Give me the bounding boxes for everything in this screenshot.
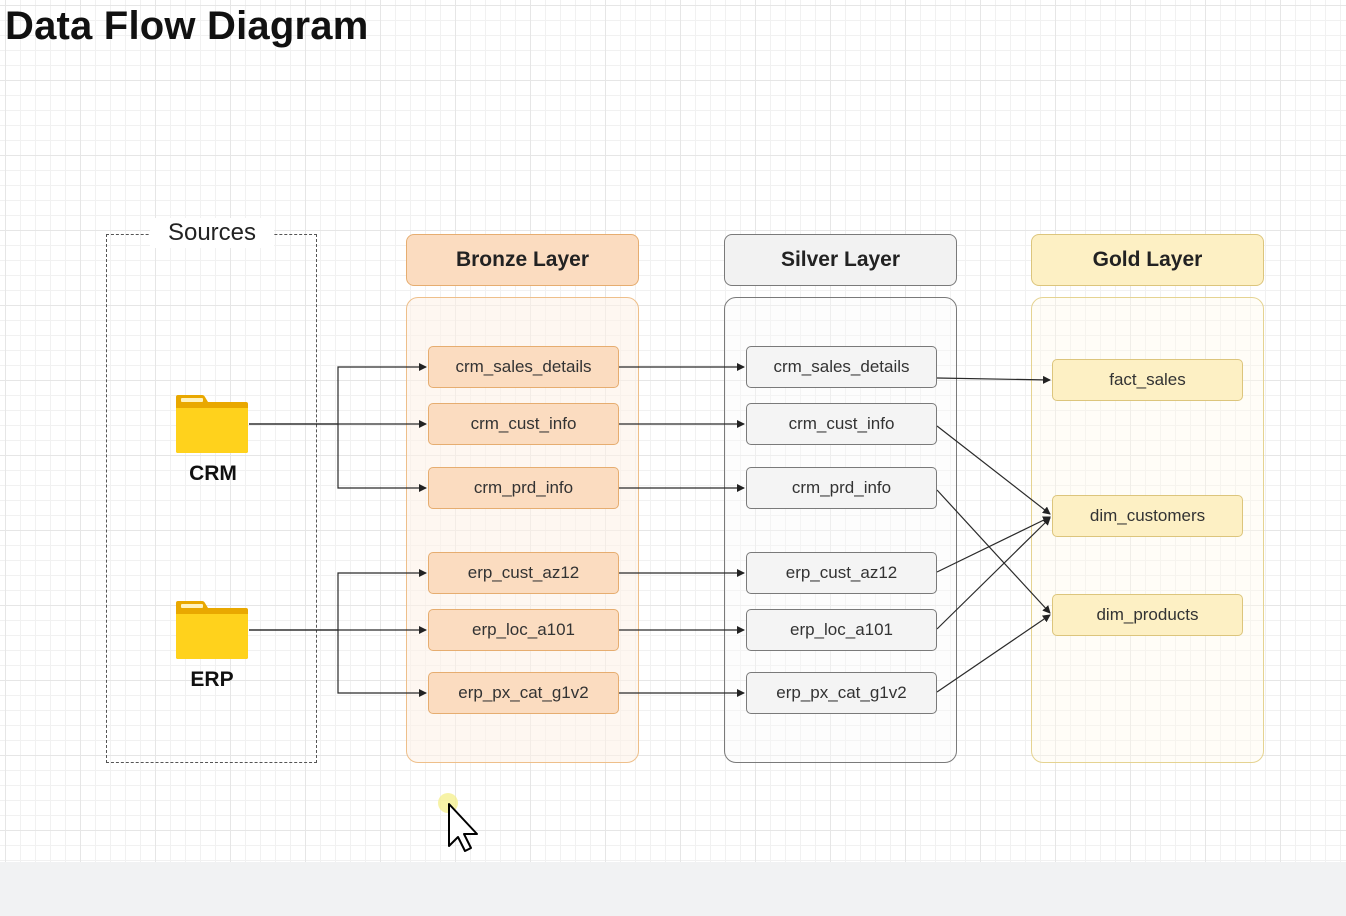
- edge-erp-to-bronze-erp_px_cat_g1v2: [337, 630, 427, 697]
- silver-table-erp_px_cat_g1v2[interactable]: erp_px_cat_g1v2: [746, 672, 937, 714]
- edge-crm-to-bronze-crm_sales_details: [249, 363, 427, 425]
- bronze-table-erp_px_cat_g1v2[interactable]: erp_px_cat_g1v2: [428, 672, 619, 714]
- gold-layer-header[interactable]: Gold Layer: [1031, 234, 1264, 286]
- sources-group-label: Sources: [150, 218, 274, 248]
- edge-silver-crm_sales_details-to-fact_sales: [936, 375, 1051, 384]
- silver-table-crm_sales_details[interactable]: crm_sales_details: [746, 346, 937, 388]
- bronze-table-erp_cust_az12[interactable]: erp_cust_az12: [428, 552, 619, 594]
- page-title: Data Flow Diagram: [5, 4, 369, 48]
- bronze-table-crm_prd_info[interactable]: crm_prd_info: [428, 467, 619, 509]
- silver-table-erp_cust_az12[interactable]: erp_cust_az12: [746, 552, 937, 594]
- erp-folder-icon[interactable]: [175, 600, 249, 660]
- erp-source-label: ERP: [190, 668, 234, 691]
- bronze-table-crm_cust_info[interactable]: crm_cust_info: [428, 403, 619, 445]
- bronze-table-crm_sales_details[interactable]: crm_sales_details: [428, 346, 619, 388]
- footer-bar: [0, 862, 1346, 916]
- edge-silver-erp_cust_az12-to-dim_customers: [936, 516, 1051, 573]
- gold-table-dim_products[interactable]: dim_products: [1052, 594, 1243, 636]
- gold-table-dim_customers[interactable]: dim_customers: [1052, 495, 1243, 537]
- silver-table-erp_loc_a101[interactable]: erp_loc_a101: [746, 609, 937, 651]
- edge-crm-to-bronze-crm_prd_info: [337, 424, 427, 492]
- silver-layer-header[interactable]: Silver Layer: [724, 234, 957, 286]
- silver-table-crm_prd_info[interactable]: crm_prd_info: [746, 467, 937, 509]
- gold-table-fact_sales[interactable]: fact_sales: [1052, 359, 1243, 401]
- bronze-table-erp_loc_a101[interactable]: erp_loc_a101: [428, 609, 619, 651]
- flow-arrows: [249, 363, 1051, 697]
- mouse-cursor-icon: [438, 793, 478, 852]
- edge-silver-crm_prd_info-to-dim_products: [936, 489, 1051, 614]
- edge-erp-to-bronze-erp_cust_az12: [249, 569, 427, 631]
- edge-silver-crm_cust_info-to-dim_customers: [936, 425, 1051, 515]
- crm-folder-icon[interactable]: [175, 394, 249, 454]
- bronze-layer-header[interactable]: Bronze Layer: [406, 234, 639, 286]
- crm-source-label: CRM: [189, 462, 237, 485]
- diagram-canvas[interactable]: [0, 0, 1346, 862]
- edge-silver-erp_loc_a101-to-dim_customers: [936, 517, 1051, 630]
- edge-silver-erp_px_cat_g1v2-to-dim_products: [936, 614, 1051, 693]
- silver-table-crm_cust_info[interactable]: crm_cust_info: [746, 403, 937, 445]
